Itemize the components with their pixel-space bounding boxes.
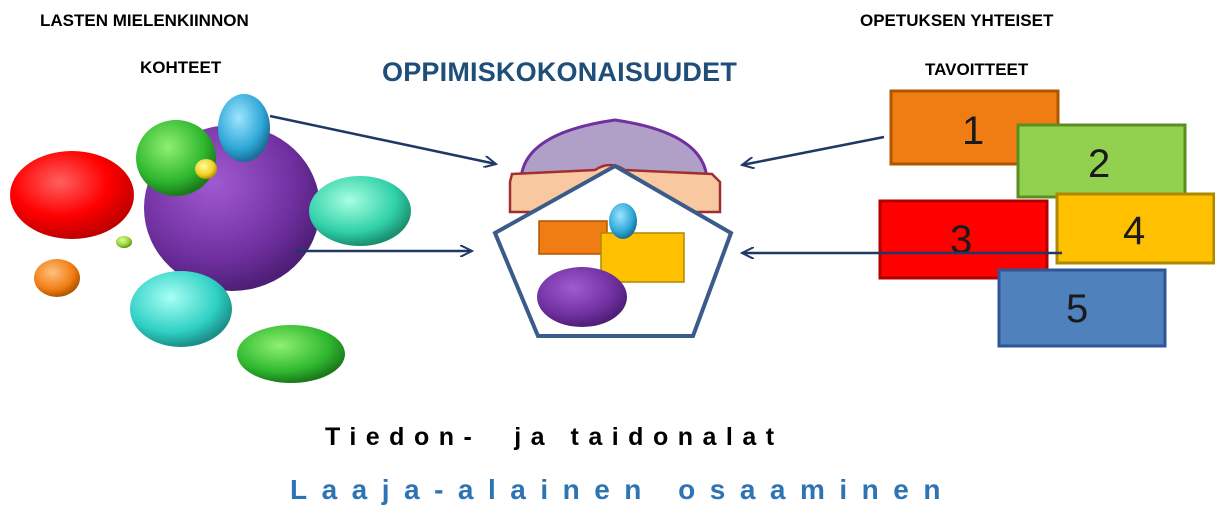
bubble-orange	[34, 259, 80, 297]
objective-blocks: 1 2 3 4 5	[878, 89, 1215, 348]
mini-blue-bubble	[609, 203, 637, 239]
arrow-left-top	[269, 114, 496, 164]
right-heading-line1: OPETUKSEN YHTEISET	[860, 11, 1054, 30]
dome-shape	[519, 118, 709, 182]
block-2: 2	[1016, 123, 1187, 199]
mini-yellow-block	[600, 232, 685, 283]
bubble-cyan	[130, 271, 232, 347]
bubble-red	[10, 151, 134, 239]
interest-bubbles	[10, 94, 411, 383]
bubble-lime-tiny	[116, 236, 132, 248]
left-heading-line1: LASTEN MIELENKIINNON	[40, 11, 249, 30]
bubble-green	[136, 120, 216, 196]
block-4-number: 4	[1123, 209, 1145, 253]
center-title: OPPIMISKOKONAISUUDET	[382, 57, 738, 87]
block-2-number: 2	[1088, 142, 1110, 186]
block-5: 5	[997, 268, 1167, 348]
block-4: 4	[1055, 192, 1215, 265]
bubble-green-bottom	[237, 325, 345, 383]
bubble-teal	[309, 176, 411, 246]
block-1-number: 1	[962, 109, 984, 153]
block-5-number: 5	[1066, 287, 1088, 331]
left-heading-line2: KOHTEET	[140, 58, 222, 77]
arrow-right-top	[742, 135, 885, 165]
learning-entity-figure	[492, 118, 734, 338]
bubble-blue	[218, 94, 270, 162]
bottom-heading-knowledge-areas: Tiedon- ja taidonalat	[325, 423, 784, 451]
mini-purple-bubble	[537, 267, 627, 327]
bottom-heading-transversal-competence: Laaja-alainen osaaminen	[290, 474, 955, 505]
bubble-yellow-small	[195, 159, 217, 179]
mini-orange-block	[538, 220, 608, 255]
block-3: 3	[878, 199, 1049, 280]
right-heading-line2: TAVOITTEET	[925, 60, 1029, 79]
arrows	[269, 114, 1062, 253]
block-3-number: 3	[950, 218, 972, 262]
